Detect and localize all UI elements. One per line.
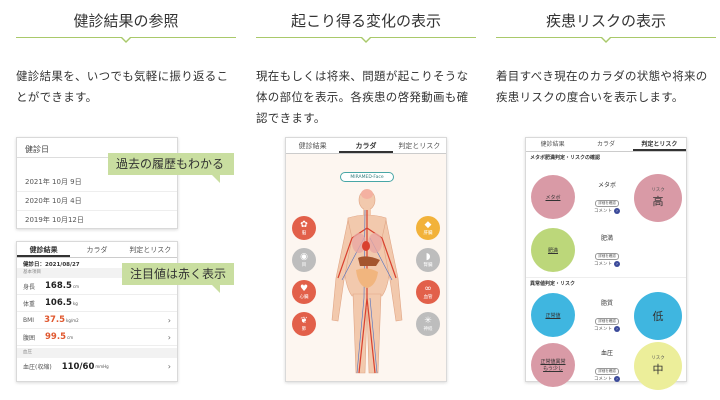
column-disease-risk: 疾患リスクの表示 着目すべき現在のカラダの状態や将来の疾患リスクの度合いを表示し… [496,0,716,400]
tab-body[interactable]: カラダ [86,246,108,254]
heading-checkup-results: 健診結果の参照 [16,6,236,43]
obesity-circle[interactable]: 肥満 [531,228,575,272]
lipid-detail: 脂質 詳細を確認 コメント› [581,298,633,332]
section-abnormal: 異常値判定・リスク [526,277,686,287]
date-card-title: 健診日 [17,138,177,158]
chevron-right-icon: › [167,362,171,371]
organ-nerve-button[interactable]: ✳神経 [416,312,440,336]
date-item[interactable]: 2019年 10月12日 [25,216,84,224]
body-tabs: 健診結果 カラダ 判定とリスク [286,138,446,154]
lipid-circle[interactable]: 正常値 [531,293,575,337]
arrow-right-icon[interactable]: › [614,208,620,214]
detail-pill[interactable]: 詳細を確認 [595,253,619,260]
eye-icon: ◉ [300,251,308,262]
organ-liver-button[interactable]: ◆肝臓 [416,216,440,240]
exam-date: 健診日：2021/08/27 [23,262,80,268]
chevron-right-icon: › [167,315,171,325]
miramed-badge: MIRAMED-Face [340,172,394,182]
nerve-icon: ✳ [424,315,432,326]
bp-detail: 血圧 詳細を確認 コメント› [581,348,633,382]
body-card: 健診結果 カラダ 判定とリスク MIRAMED-Face ✿脳 ◉目 ♥心臓 ❦… [285,137,447,382]
detail-pill[interactable]: 詳細を確認 [595,368,619,375]
obesity-detail: 肥満 詳細を確認 コメント› [581,233,633,267]
organ-heart-button[interactable]: ♥心臓 [292,280,316,304]
lung-icon: ❦ [300,315,308,326]
date-list: 2021年 10月 9日 2020年 10月 4日 2019年 10月12日 [17,172,177,229]
bp-risk-circle: リスク中 [634,342,682,390]
organ-eye-button[interactable]: ◉目 [292,248,316,272]
tab-results[interactable]: 健診結果 [17,242,71,257]
section-bp: 血圧 [17,348,177,358]
desc-disease-risk: 着目すべき現在のカラダの状態や将来の疾患リスクの度合いを表示します。 [496,69,708,104]
tab-results[interactable]: 健診結果 [540,141,565,148]
organ-vessel-button[interactable]: ∞血管 [416,280,440,304]
bp-circle[interactable]: 正常値異常もう少し [531,343,575,387]
detail-pill[interactable]: 詳細を確認 [595,200,619,207]
date-item[interactable]: 2021年 10月 9日 [17,172,177,192]
tab-risk[interactable]: 判定とリスク [129,246,172,254]
tab-body[interactable]: カラダ [596,141,615,148]
metabo-risk-circle: リスク高 [634,174,682,222]
result-tabs: 健診結果 カラダ 判定とリスク [17,242,177,258]
section-metabo: メタボ肥満判定・リスクの確認 [530,155,601,161]
chevron-right-icon: › [167,332,171,342]
heading-body-changes: 起こり得る変化の表示 [256,6,476,43]
risk-card: 健診結果 カラダ 判定とリスク メタボ肥満判定・リスクの確認 メタボ メタボ 詳… [525,137,687,390]
tab-results[interactable]: 健診結果 [298,142,327,150]
arrow-right-icon[interactable]: › [614,376,620,382]
heart-icon: ♥ [299,283,309,294]
arrow-right-icon[interactable]: › [614,261,620,267]
section-basic: 基本項目 [17,268,177,278]
column-checkup-results: 健診結果の参照 健診結果を、いつでも気軽に振り返ることができます。 [16,0,236,400]
callout-history: 過去の履歴もわかる [108,153,234,183]
organ-lung-button[interactable]: ❦肺 [292,312,316,336]
vessel-icon: ∞ [424,283,432,294]
liver-icon: ◆ [424,219,432,230]
metabo-detail: メタボ 詳細を確認 コメント› [581,180,633,214]
detail-pill[interactable]: 詳細を確認 [595,318,619,325]
tab-body[interactable]: カラダ [339,138,393,153]
tab-risk[interactable]: 判定とリスク [632,138,686,151]
column-body-changes: 起こり得る変化の表示 現在もしくは将来、問題が起こりそうな体の部位を表示。各疾患… [256,0,476,400]
lipid-risk-circle: 低 [634,292,682,340]
organ-kidney-button[interactable]: ◗腎臓 [416,248,440,272]
arrow-right-icon[interactable]: › [614,326,620,332]
risk-tabs: 健診結果 カラダ 判定とリスク [526,138,686,152]
desc-checkup-results: 健診結果を、いつでも気軽に振り返ることができます。 [16,69,229,104]
tab-risk[interactable]: 判定とリスク [398,142,441,150]
heading-disease-risk: 疾患リスクの表示 [496,6,716,43]
brain-icon: ✿ [300,219,308,230]
organ-brain-button[interactable]: ✿脳 [292,216,316,240]
kidney-icon: ◗ [425,251,431,262]
metabo-circle[interactable]: メタボ [531,175,575,219]
date-item[interactable]: 2020年 10月 4日 [17,192,177,211]
desc-body-changes: 現在もしくは将来、問題が起こりそうな体の部位を表示。各疾患の啓発動画も確認できま… [256,69,469,125]
date-history-card: 健診日 2021年 10月 9日 2020年 10月 4日 2019年 10月1… [16,137,178,229]
callout-highlight: 注目値は赤く表示 [122,263,234,293]
